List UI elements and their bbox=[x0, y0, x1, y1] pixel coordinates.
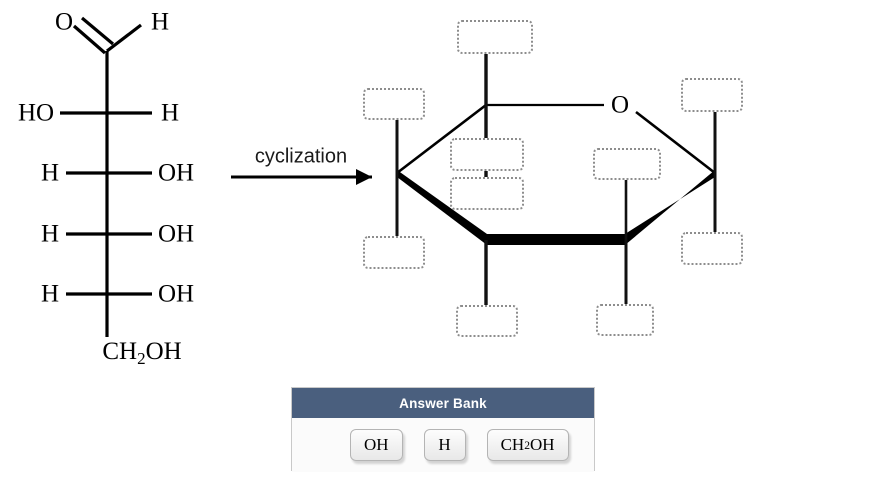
answer-tile-ch2oh-head: CH bbox=[500, 435, 525, 454]
right-arrow-icon bbox=[356, 169, 372, 185]
haworth-ring bbox=[395, 48, 717, 306]
fischer-c5-left-label: H bbox=[40, 280, 60, 308]
ring-bond-lowerleft-lowerright-bold bbox=[485, 234, 627, 245]
answer-tile-h[interactable]: H bbox=[423, 429, 466, 461]
answer-tile-ch2oh-subscript: 2 bbox=[524, 438, 530, 452]
drop-target-right-upper[interactable] bbox=[681, 78, 743, 112]
fischer-c3-left-label: H bbox=[40, 159, 60, 187]
ring-bond-left-lowerleft-wedge bbox=[397, 170, 487, 245]
fischer-c3-right-label: OH bbox=[157, 159, 195, 187]
ring-bond-lowerright-right-wedge bbox=[625, 170, 715, 245]
drop-target-bottom-right[interactable] bbox=[596, 304, 654, 336]
fischer-c6-tail: OH bbox=[145, 338, 182, 366]
c1-h-bond bbox=[106, 23, 142, 53]
ring-bond-oxygen-right bbox=[635, 110, 716, 175]
fischer-c4-right-label: OH bbox=[157, 220, 195, 248]
drop-target-center-upper[interactable] bbox=[450, 138, 524, 171]
carbonyl-double-bond-b bbox=[80, 16, 115, 46]
answer-tile-ch2oh-tail: OH bbox=[529, 435, 555, 454]
reaction-arrow bbox=[231, 169, 372, 185]
fischer-c5-right-label: OH bbox=[157, 280, 195, 308]
reaction-label: cyclization bbox=[254, 145, 348, 168]
fischer-c6-head: CH bbox=[102, 338, 138, 366]
drop-target-top-center[interactable] bbox=[457, 20, 533, 54]
ring-oxygen-label: O bbox=[610, 91, 630, 119]
fischer-c4-left-label: H bbox=[40, 220, 60, 248]
ring-bond-left-upperleft bbox=[396, 103, 487, 175]
fischer-carbonyl-hydrogen: H bbox=[150, 8, 170, 36]
answer-bank-title: Answer Bank bbox=[292, 388, 594, 418]
carbonyl-double-bond-a bbox=[72, 24, 107, 55]
fischer-c2-left-label: HO bbox=[17, 99, 55, 127]
answer-tile-oh-label: OH bbox=[364, 435, 389, 454]
fischer-c6-subscript: 2 bbox=[137, 348, 146, 368]
fischer-c2-right-label: H bbox=[160, 99, 180, 127]
drop-target-bottom-left[interactable] bbox=[456, 305, 518, 337]
drop-target-right-inner[interactable] bbox=[593, 148, 661, 180]
answer-tile-h-label: H bbox=[438, 435, 451, 454]
fischer-c6-label: CH2OH bbox=[102, 339, 181, 367]
drop-target-left-upper[interactable] bbox=[363, 88, 425, 120]
drop-target-center-lower[interactable] bbox=[450, 177, 524, 210]
answer-tile-oh[interactable]: OH bbox=[350, 429, 403, 461]
fischer-carbonyl-oxygen: O bbox=[54, 8, 74, 36]
drop-target-left-lower[interactable] bbox=[363, 236, 425, 269]
drop-target-right-lower[interactable] bbox=[681, 232, 743, 265]
fischer-projection bbox=[60, 16, 152, 337]
